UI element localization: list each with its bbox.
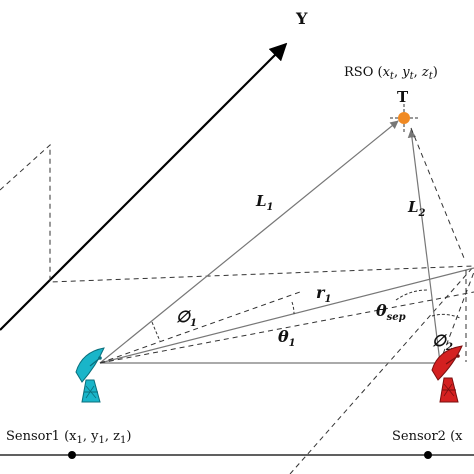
baseline-node-2 (424, 451, 432, 459)
y-axis-label: Y (295, 9, 308, 28)
dashed-projection-1 (99, 291, 301, 364)
arc-phi1 (151, 321, 161, 342)
arc-phi2 (431, 313, 461, 319)
label-r1: r1 (316, 283, 331, 305)
left-dashed-frame (0, 143, 474, 283)
los-L2 (407, 129, 441, 363)
los-L1 (99, 120, 399, 364)
target-marker (390, 104, 418, 132)
target-letter: T (397, 88, 409, 106)
dashed-diagonal (289, 265, 474, 474)
label-L2: L2 (407, 198, 426, 219)
sensor1-label: Sensor1 (x1, y1, z1) (6, 429, 131, 446)
rso-label: RSO (xt, yt, zt) (344, 65, 438, 82)
label-theta1: θ1 (278, 327, 296, 349)
range-r1 (99, 267, 474, 364)
baseline-node-1 (68, 451, 76, 459)
arc-theta-sep (395, 289, 429, 301)
sensor2-dish-icon (431, 345, 463, 403)
label-theta-sep: θsep (376, 301, 406, 323)
y-axis-line (0, 42, 288, 331)
dashed-projection-2 (99, 291, 474, 364)
label-L1: L1 (255, 192, 274, 213)
sensor1-dish-icon (75, 347, 105, 403)
sensor2-label: Sensor2 (x (392, 429, 463, 444)
label-phi2: ∅2 (432, 331, 453, 353)
label-phi1: ∅1 (176, 307, 197, 329)
arc-theta1 (291, 301, 295, 315)
